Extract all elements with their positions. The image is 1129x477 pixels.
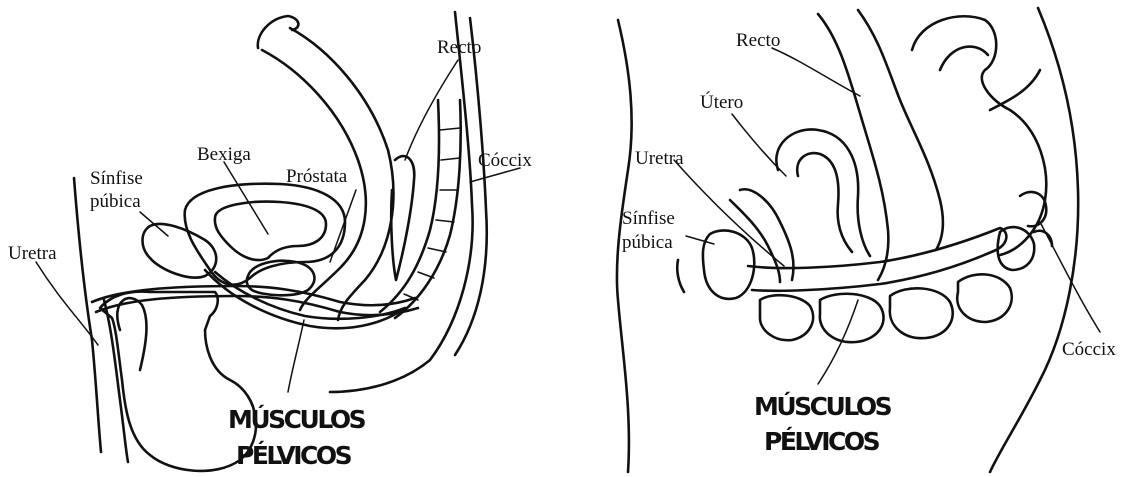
male-label-prostata: Próstata xyxy=(286,166,348,187)
female-label-utero: Útero xyxy=(700,91,743,113)
female-label-recto: Recto xyxy=(736,30,780,51)
male-bladder-inner xyxy=(215,202,326,260)
female-muscle-lobe-1 xyxy=(760,295,813,340)
male-recto-leader xyxy=(405,60,458,160)
female-symphysis-leader xyxy=(686,236,714,244)
male-label-sinfise: Sínfise xyxy=(90,168,143,189)
male-label-musculos: MÚSCULOS xyxy=(228,404,366,434)
female-rectum-mid xyxy=(858,10,943,250)
female-label-musculos: MÚSCULOS xyxy=(754,391,892,421)
female-muscle-lobe-4 xyxy=(957,274,1011,322)
female-label-pubica: púbica xyxy=(622,232,673,253)
male-scrotum-lobe xyxy=(117,298,146,370)
male-label-pelvicos: PÉLVICOS xyxy=(236,441,352,470)
female-uterus-outer xyxy=(776,129,870,256)
male-label-recto: Recto xyxy=(437,37,481,58)
male-penis-outline xyxy=(100,292,256,471)
female-label-coccix: Cóccix xyxy=(1062,339,1116,360)
male-label-uretra: Uretra xyxy=(8,243,57,264)
male-urethra-leader xyxy=(36,262,98,345)
male-label-bexiga: Bexiga xyxy=(197,144,251,165)
female-rectum-outer xyxy=(818,14,888,280)
female-label-pelvicos: PÉLVICOS xyxy=(764,427,880,456)
male-seminal-vesicle xyxy=(391,156,414,280)
male-rectum-opening xyxy=(258,16,299,48)
female-pubic-symphysis xyxy=(703,230,754,298)
male-label-coccix: Cóccix xyxy=(478,150,532,171)
female-uterus-inner xyxy=(797,153,852,252)
male-penis-shaft xyxy=(104,300,128,462)
female-rectum-fold xyxy=(912,16,1046,255)
male-bladder-leader xyxy=(224,162,268,234)
female-urethra-curl xyxy=(677,260,684,292)
female-rectum-fold-2 xyxy=(940,47,1040,110)
male-bladder-outer xyxy=(185,184,345,285)
male-pelvic-floor-muscle xyxy=(205,270,405,328)
female-muscle-lobe-3 xyxy=(890,288,953,338)
female-coccyx-segments xyxy=(1020,192,1052,246)
male-muscles-leader xyxy=(288,320,304,392)
male-pelvis-diagram: Recto Bexiga Próstata Cóccix Sínfise púb… xyxy=(8,12,532,471)
female-label-sinfise: Sínfise xyxy=(622,208,675,229)
female-utero-leader xyxy=(732,114,786,176)
female-coccyx-leader xyxy=(1040,222,1100,332)
male-abdomen-outline xyxy=(74,178,101,452)
female-label-uretra: Uretra xyxy=(635,148,684,169)
female-uretra-leader xyxy=(674,160,784,266)
female-pelvis-diagram: Recto Útero Uretra Sínfise púbica Cóccix… xyxy=(617,8,1116,472)
male-label-pubica: púbica xyxy=(90,191,141,212)
